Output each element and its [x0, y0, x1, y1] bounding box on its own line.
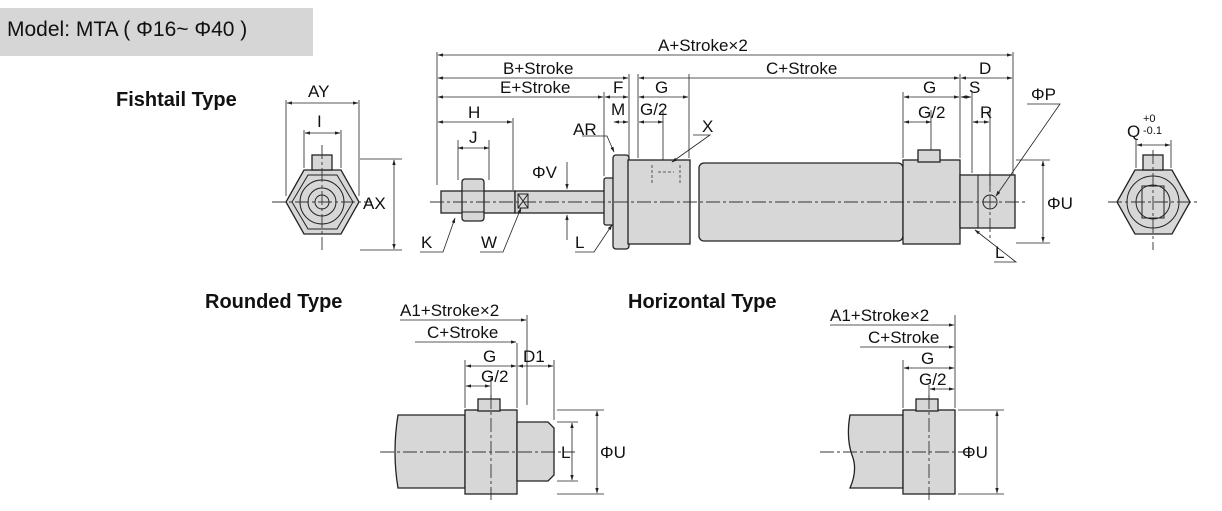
fishtail-title: Fishtail Type [116, 89, 237, 111]
dim-Q-tol-upper: +0 [1143, 113, 1156, 125]
dim-C: C+Stroke [766, 59, 837, 78]
dim-PhiU: ΦU [1047, 194, 1073, 213]
dim-AR: AR [573, 120, 597, 139]
dim-G-right: G [923, 78, 936, 97]
dim-R: R [980, 103, 992, 122]
rounded-dim-L: L [561, 443, 570, 462]
dim-Q: Q [1127, 122, 1140, 141]
dim-PhiP: ΦP [1031, 85, 1056, 104]
dim-G2-right: G/2 [918, 103, 945, 122]
rounded-dim-D1: D1 [523, 347, 545, 366]
horizontal-dim-G2: G/2 [919, 370, 946, 389]
rounded-dim-PhiU: ΦU [600, 443, 626, 462]
horizontal-dim-A1: A1+Stroke×2 [830, 306, 929, 325]
main-side-view: A+Stroke×2 B+Stroke F G C+Stroke D E+Str… [420, 36, 1073, 263]
dim-K: K [421, 233, 433, 252]
dim-E: E+Stroke [500, 78, 570, 97]
dim-J: J [469, 128, 478, 147]
dim-F: F [613, 78, 623, 97]
horizontal-dim-PhiU: ΦU [962, 443, 988, 462]
dim-Q-tol-lower: -0.1 [1143, 125, 1162, 137]
dim-S: S [969, 78, 980, 97]
right-end-view: Q +0 -0.1 [1108, 113, 1200, 250]
rounded-type-view: A1+Stroke×2 C+Stroke G D1 G/2 L ΦU [380, 301, 626, 500]
dim-PhiV: ΦV [532, 163, 558, 182]
dim-M: M [611, 100, 625, 119]
dim-AY: AY [308, 82, 329, 101]
rounded-dim-A1: A1+Stroke×2 [400, 301, 499, 320]
dim-I: I [317, 112, 322, 131]
horizontal-title: Horizontal Type [628, 291, 777, 313]
rounded-dim-C: C+Stroke [427, 323, 498, 342]
horizontal-type-view: A1+Stroke×2 C+Stroke G G/2 ΦU [820, 306, 1004, 500]
dim-A: A+Stroke×2 [658, 36, 748, 55]
dim-B: B+Stroke [503, 59, 573, 78]
rounded-dim-G: G [483, 347, 496, 366]
dim-W: W [481, 233, 497, 252]
dim-L-end: L [995, 243, 1004, 262]
dim-X: X [702, 117, 713, 136]
model-title: Model: MTA ( Φ16~ Φ40 ) [7, 18, 248, 41]
dim-L-rod: L [575, 233, 584, 252]
horizontal-dim-G: G [921, 349, 934, 368]
left-end-view: AY I AX [272, 82, 402, 251]
dim-G2-left: G/2 [640, 100, 667, 119]
rounded-dim-G2: G/2 [481, 367, 508, 386]
dim-D: D [979, 59, 991, 78]
model-header: Model: MTA ( Φ16~ Φ40 ) [0, 8, 313, 56]
dim-AX: AX [363, 194, 386, 213]
horizontal-dim-C: C+Stroke [868, 328, 939, 347]
rounded-title: Rounded Type [205, 291, 342, 313]
dim-H: H [468, 103, 480, 122]
dim-G-left: G [655, 78, 668, 97]
